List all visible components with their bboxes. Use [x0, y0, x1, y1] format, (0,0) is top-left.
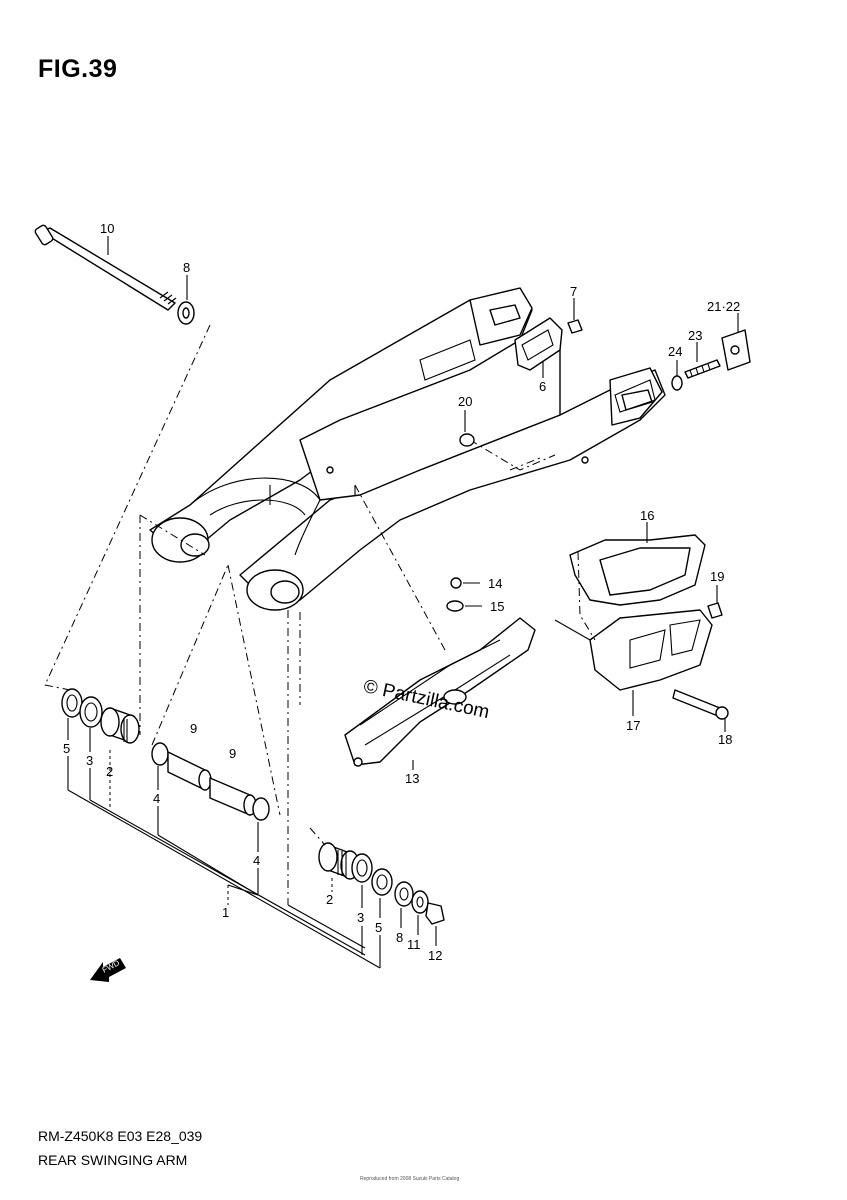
callout-15: 15: [490, 599, 504, 614]
nut-12: [425, 902, 445, 925]
pivot-shaft: [34, 224, 177, 311]
callout-9-top: 9: [190, 721, 197, 736]
callout-2-right: 2: [326, 892, 333, 907]
spacer-4-left: [151, 742, 169, 766]
seal-5-right: [371, 868, 393, 896]
bolt-14: [450, 577, 462, 589]
callout-3-left: 3: [86, 753, 93, 768]
callout-1: 1: [222, 905, 229, 920]
callout-5-right: 5: [375, 920, 382, 935]
callout-6: 6: [539, 379, 546, 394]
callout-24: 24: [668, 344, 682, 359]
chain-guide: [569, 534, 713, 691]
swingarm-body: [149, 287, 666, 611]
needle-bearing-2-left: [100, 707, 140, 744]
callout-4-left: 4: [153, 791, 160, 806]
callout-18: 18: [718, 732, 732, 747]
callout-7: 7: [570, 284, 577, 299]
bearing-3-left: [79, 696, 103, 728]
callout-2-left: 2: [106, 764, 113, 779]
callout-23: 23: [688, 328, 702, 343]
spacer-4-right: [252, 797, 270, 821]
bearing-3-right: [351, 853, 373, 883]
callout-12: 12: [428, 948, 442, 963]
washer-11: [411, 890, 429, 914]
callout-9-bottom: 9: [229, 746, 236, 761]
callout-19: 19: [710, 569, 724, 584]
callout-3-right: 3: [357, 910, 364, 925]
screw-7: [567, 319, 583, 334]
model-code: RM-Z450K8 E03 E28_039: [38, 1128, 203, 1144]
forward-arrow-icon: FWD: [90, 958, 126, 982]
callout-labels: 10 8 7 6 20 21·22 23 24 16 19 14 15 17 1…: [63, 221, 740, 963]
callout-8-right: 8: [396, 930, 403, 945]
nut-20: [459, 433, 475, 447]
callout-14: 14: [488, 576, 502, 591]
bolt-19: [707, 602, 723, 619]
washer-8-right: [394, 881, 414, 907]
callout-4-right: 4: [253, 853, 260, 868]
chain-slider: [344, 617, 536, 767]
callout-16: 16: [640, 508, 654, 523]
callout-8-top: 8: [183, 260, 190, 275]
nut-24: [671, 375, 683, 391]
callout-11: 11: [407, 937, 421, 952]
callout-13: 13: [405, 771, 419, 786]
collar-15: [446, 600, 464, 612]
callout-5-left: 5: [63, 741, 70, 756]
figure-title: FIG.39: [38, 55, 118, 83]
section-name: REAR SWINGING ARM: [38, 1152, 188, 1168]
leader-lines: [44, 236, 739, 969]
callout-10: 10: [100, 221, 114, 236]
callout-21-22: 21·22: [707, 299, 740, 314]
copyright-note: Reproduced from 2008 Suzuki Parts Catalo…: [360, 1176, 460, 1182]
seal-5-left: [61, 688, 83, 718]
callout-20: 20: [458, 394, 472, 409]
needle-bearing-2-right: [318, 842, 360, 880]
bolt-18: [672, 689, 721, 717]
callout-17: 17: [626, 718, 640, 733]
